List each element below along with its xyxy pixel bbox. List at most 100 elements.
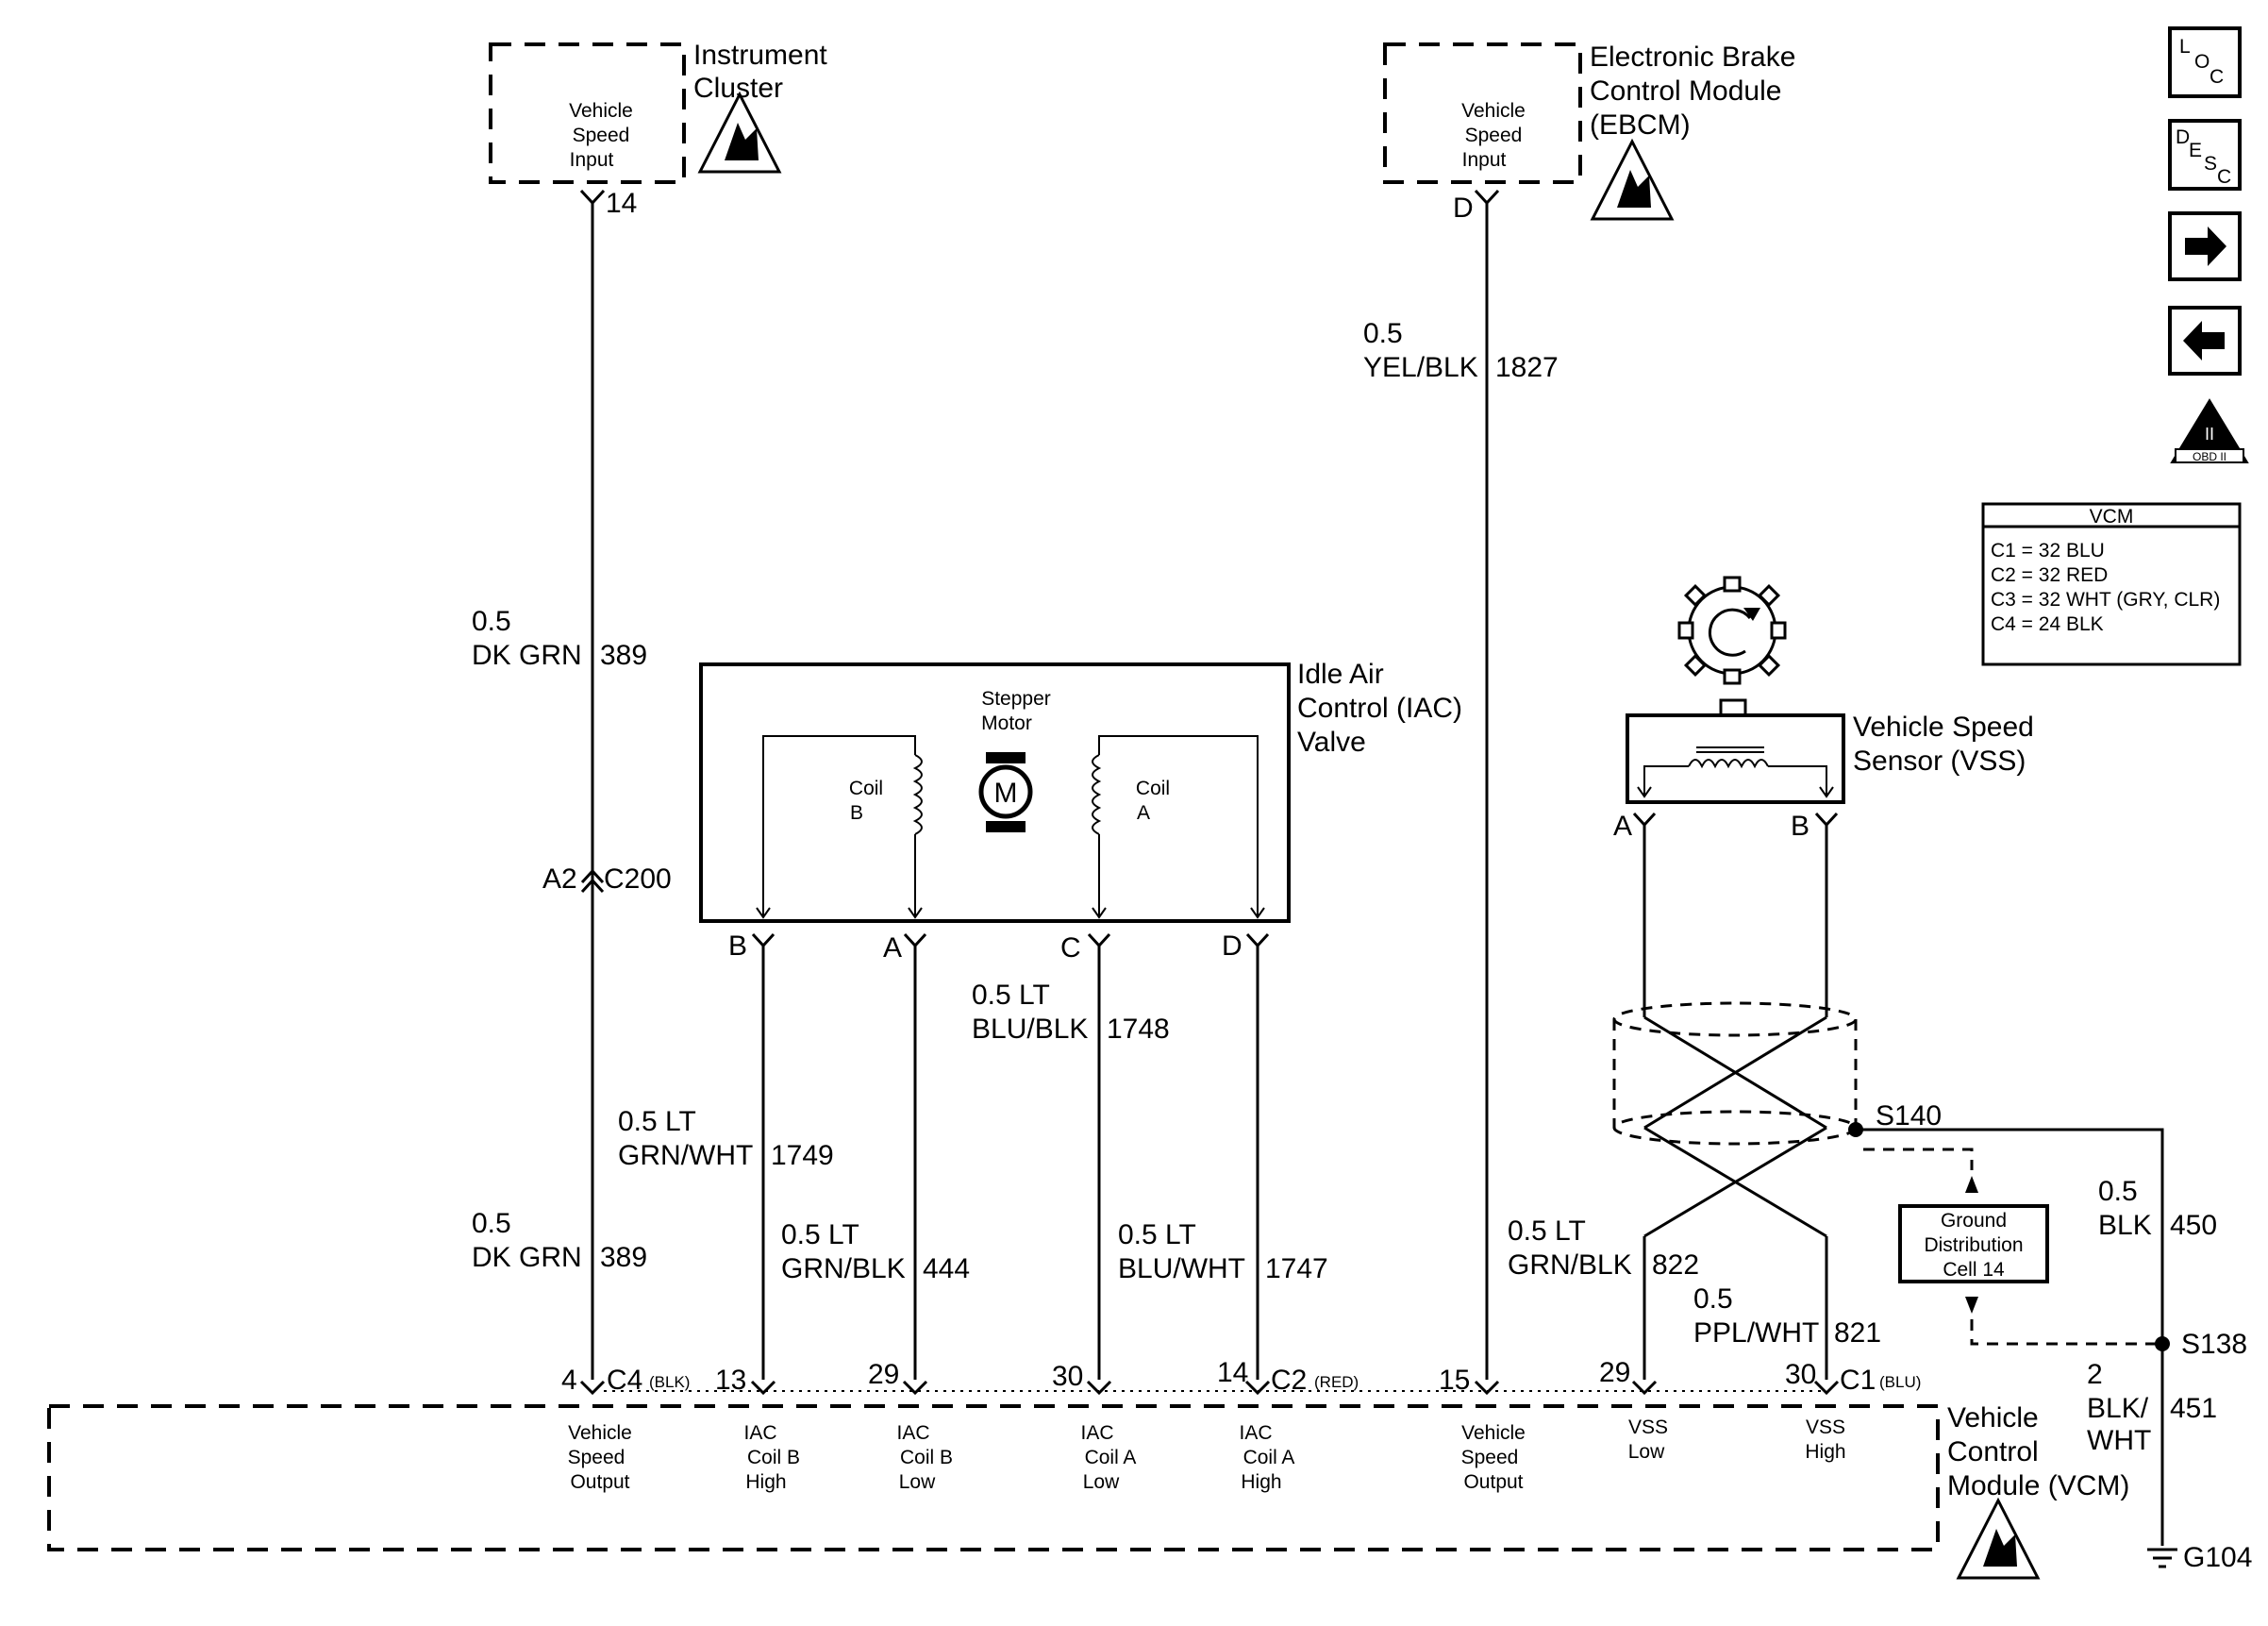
svg-text:451: 451 — [2170, 1393, 2217, 1424]
svg-text:B: B — [850, 802, 863, 824]
vcm-title: Vehicle — [1947, 1402, 2039, 1433]
esd-warning-icon — [697, 91, 782, 174]
svg-text:Speed: Speed — [568, 1447, 625, 1468]
svg-text:C1: C1 — [1840, 1365, 1876, 1396]
svg-text:II: II — [2205, 425, 2214, 444]
svg-text:IAC: IAC — [1080, 1422, 1113, 1444]
svg-text:DK GRN: DK GRN — [472, 1242, 582, 1273]
svg-text:E: E — [2189, 140, 2202, 161]
svg-text:1827: 1827 — [1495, 352, 1559, 383]
svg-text:15: 15 — [1439, 1365, 1470, 1396]
svg-text:G104: G104 — [2183, 1542, 2252, 1573]
svg-text:0.5 LT: 0.5 LT — [618, 1106, 696, 1137]
svg-text:Vehicle: Vehicle — [1461, 1422, 1526, 1444]
svg-text:High: High — [745, 1471, 786, 1493]
coil-b-icon — [912, 754, 923, 835]
svg-text:Motor: Motor — [981, 712, 1032, 734]
reluctor-wheel-icon — [1677, 576, 1787, 685]
svg-text:A: A — [883, 932, 902, 964]
svg-text:Module (VCM): Module (VCM) — [1947, 1470, 2129, 1501]
svg-text:A: A — [1137, 802, 1150, 824]
svg-text:30: 30 — [1785, 1359, 1816, 1390]
svg-text:GRN/BLK: GRN/BLK — [1508, 1249, 1632, 1281]
vcm-terminal-labels: Vehicle Speed Output IAC Coil B High IAC… — [568, 1416, 1846, 1493]
svg-text:C: C — [1060, 932, 1081, 964]
svg-text:2: 2 — [2087, 1359, 2103, 1390]
svg-text:444: 444 — [923, 1253, 970, 1284]
svg-text:C1 = 32 BLU: C1 = 32 BLU — [1991, 540, 2105, 562]
svg-text:WHT: WHT — [2087, 1425, 2151, 1456]
svg-text:Vehicle: Vehicle — [568, 1422, 632, 1444]
svg-text:D: D — [2176, 126, 2190, 148]
vcm-box — [47, 1404, 1940, 1551]
svg-text:High: High — [1241, 1471, 1281, 1493]
svg-text:BLU/BLK: BLU/BLK — [972, 1014, 1088, 1045]
next-page-icon[interactable] — [2168, 211, 2242, 281]
vcm-connector-table: VCM C1 = 32 BLU C2 = 32 RED C3 = 32 WHT … — [1981, 502, 2242, 666]
svg-text:B: B — [1791, 811, 1809, 842]
esd-warning-icon — [1590, 138, 1675, 221]
svg-text:B: B — [728, 930, 747, 962]
svg-text:BLK/: BLK/ — [2087, 1393, 2149, 1424]
svg-text:(RED): (RED) — [1314, 1373, 1359, 1391]
svg-text:30: 30 — [1052, 1361, 1083, 1392]
svg-text:Control (IAC): Control (IAC) — [1297, 693, 1462, 724]
shield-icon — [1612, 1001, 1858, 1037]
svg-text:Low: Low — [1628, 1441, 1665, 1463]
svg-text:DK GRN: DK GRN — [472, 640, 582, 671]
svg-text:Vehicle: Vehicle — [1461, 100, 1526, 122]
vcm-connectors: 4 C4 (BLK) 13 29 30 14 C2 (RED) 15 29 30… — [561, 1357, 1921, 1396]
svg-text:C: C — [2217, 166, 2231, 188]
svg-text:0.5: 0.5 — [472, 1208, 511, 1239]
esd-warning-icon — [1956, 1497, 2041, 1580]
svg-text:S: S — [2204, 153, 2217, 175]
svg-text:C200: C200 — [604, 863, 672, 895]
svg-text:Cell 14: Cell 14 — [1943, 1259, 2005, 1281]
svg-text:29: 29 — [868, 1359, 899, 1390]
loc-icon[interactable]: L O C — [2168, 26, 2242, 98]
svg-text:C4: C4 — [607, 1365, 642, 1396]
svg-text:S140: S140 — [1876, 1100, 1942, 1131]
svg-text:0.5 LT: 0.5 LT — [1118, 1219, 1196, 1250]
iac-valve-box — [699, 662, 1291, 923]
svg-text:High: High — [1805, 1441, 1845, 1463]
svg-text:0.5: 0.5 — [1693, 1283, 1733, 1315]
svg-text:Coil B: Coil B — [747, 1447, 800, 1468]
connector-pin — [579, 189, 606, 206]
coil-a-icon — [1092, 754, 1102, 835]
svg-text:IAC: IAC — [896, 1422, 929, 1444]
desc-icon[interactable]: D E S C — [2168, 119, 2242, 191]
vss-title: Vehicle Speed — [1853, 712, 2034, 743]
splice-s138 — [2155, 1336, 2170, 1351]
svg-text:C3 = 32 WHT (GRY, CLR): C3 = 32 WHT (GRY, CLR) — [1991, 589, 2220, 611]
svg-text:389: 389 — [600, 1242, 647, 1273]
svg-text:450: 450 — [2170, 1210, 2217, 1241]
svg-text:PPL/WHT: PPL/WHT — [1693, 1317, 1819, 1349]
svg-text:13: 13 — [715, 1365, 746, 1396]
obd-ii-icon: II OBD II — [2170, 398, 2249, 463]
instrument-cluster: Instrument Cluster Vehicle Speed Input 1… — [489, 40, 827, 219]
svg-text:Coil A: Coil A — [1085, 1447, 1137, 1468]
svg-text:L: L — [2179, 36, 2191, 58]
svg-text:O: O — [2194, 51, 2210, 73]
svg-text:VCM: VCM — [2090, 506, 2134, 528]
svg-text:821: 821 — [1834, 1317, 1881, 1349]
svg-text:1747: 1747 — [1265, 1253, 1328, 1284]
svg-text:0.5 LT: 0.5 LT — [781, 1219, 859, 1250]
svg-text:Vehicle: Vehicle — [569, 100, 633, 122]
iac-valve: Idle Air Control (IAC) Valve Stepper Mot… — [699, 659, 1462, 964]
vss-box — [1626, 713, 1845, 804]
svg-text:Ground: Ground — [1941, 1210, 2007, 1232]
svg-text:822: 822 — [1652, 1249, 1699, 1281]
connector-c200: A2 C200 — [542, 863, 672, 895]
svg-text:Speed: Speed — [573, 125, 630, 146]
svg-text:C4 = 24 BLK: C4 = 24 BLK — [1991, 613, 2104, 635]
previous-page-icon[interactable] — [2168, 306, 2242, 376]
svg-text:0.5 LT: 0.5 LT — [972, 980, 1050, 1011]
svg-text:Speed: Speed — [1461, 1447, 1519, 1468]
svg-text:A: A — [1613, 811, 1632, 842]
svg-text:Low: Low — [1083, 1471, 1120, 1493]
svg-text:Output: Output — [1463, 1471, 1523, 1493]
svg-text:Valve: Valve — [1297, 727, 1366, 758]
